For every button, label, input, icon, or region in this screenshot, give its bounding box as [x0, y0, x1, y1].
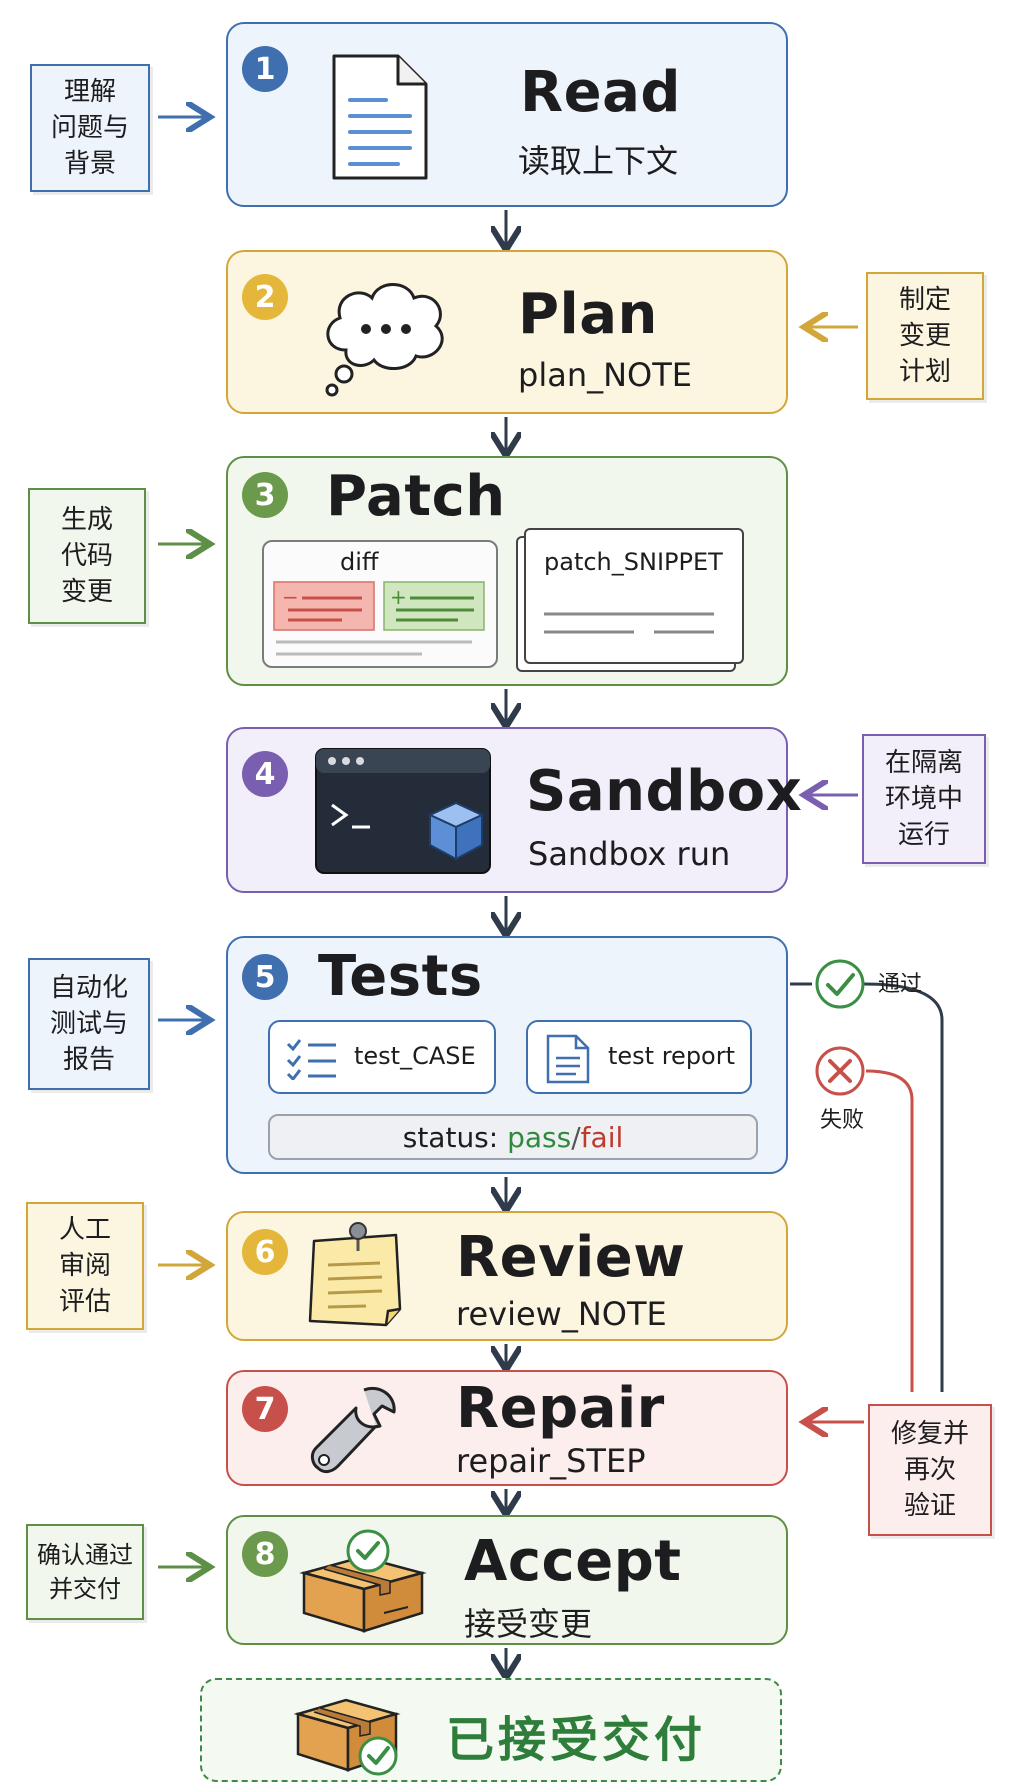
note-tests: 自动化 测试与 报告	[28, 958, 150, 1090]
test-report-label: test report	[608, 1042, 736, 1070]
stage-tests: 5 Tests test_CASE test report status: pa…	[226, 936, 788, 1174]
note-accept: 确认通过 并交付	[26, 1524, 144, 1620]
stage-title: Tests	[318, 944, 483, 1009]
wrench-icon	[310, 1387, 396, 1474]
stage-patch: 3 Patch diff − + patch_SNIPPET	[226, 456, 788, 686]
status-separator: /	[571, 1120, 581, 1154]
stage-subtitle: plan_NOTE	[518, 356, 692, 394]
stage-subtitle: review_NOTE	[456, 1295, 667, 1333]
stage-repair: 7 Repair repair_STEP	[226, 1370, 788, 1486]
stage-title: Accept	[464, 1529, 682, 1594]
stage-title: Review	[456, 1225, 686, 1290]
step-badge-4: 4	[242, 751, 288, 797]
terminal-cube-icon	[315, 748, 491, 874]
svg-text:−: −	[282, 585, 299, 609]
note-repair: 修复并 再次 验证	[868, 1404, 992, 1536]
pass-branch-line	[863, 982, 944, 1392]
diff-label: diff	[340, 548, 379, 576]
step-badge-8: 8	[242, 1531, 288, 1577]
step-badge-1: 1	[242, 46, 288, 92]
stage-plan: 2 Plan plan_NOTE	[226, 250, 788, 414]
report-document-icon	[546, 1034, 590, 1084]
box-check-icon	[294, 1698, 401, 1776]
step-badge-7: 7	[242, 1386, 288, 1432]
status-pass: pass	[507, 1120, 572, 1154]
test-case-label: test_CASE	[354, 1042, 476, 1070]
pass-branch-label: 通过	[878, 972, 923, 997]
stage-subtitle: repair_STEP	[456, 1442, 646, 1480]
stage-title: Sandbox	[526, 759, 803, 824]
fail-branch-label: 失败	[820, 1108, 865, 1133]
stage-subtitle: 接受变更	[464, 1605, 593, 1643]
thought-bubble-icon	[325, 283, 444, 397]
note-review: 人工 审阅 评估	[26, 1202, 144, 1330]
stage-read: 1 Read 读取上下文	[226, 22, 788, 207]
stage-review: 6 Review review_NOTE	[226, 1211, 788, 1341]
status-fail: fail	[580, 1120, 624, 1154]
step-badge-6: 6	[242, 1229, 288, 1275]
note-plan: 制定 变更 计划	[866, 272, 984, 400]
step-badge-3: 3	[242, 472, 288, 518]
stage-subtitle: 读取上下文	[518, 142, 679, 180]
patch-snippet-card: patch_SNIPPET	[524, 528, 744, 664]
note-sandbox: 在隔离 环境中 运行	[862, 734, 986, 864]
diff-icon: − +	[273, 581, 485, 656]
test-status-bar: status: pass/fail	[268, 1114, 758, 1160]
final-delivery-box: 已接受交付	[200, 1678, 782, 1782]
fail-branch-line	[865, 1069, 914, 1392]
test-report-chip: test report	[526, 1020, 752, 1094]
diff-card: diff − +	[262, 540, 498, 668]
note-patch: 生成 代码 变更	[28, 488, 146, 624]
test-case-chip: test_CASE	[268, 1020, 496, 1094]
sticky-note-icon	[308, 1222, 402, 1327]
snippet-lines-icon	[544, 612, 714, 634]
document-icon	[332, 54, 428, 180]
note-read: 理解 问题与 背景	[30, 64, 150, 192]
stage-accept: 8 Accept 接受变更	[226, 1515, 788, 1645]
stage-title: Plan	[518, 282, 658, 347]
pass-check-icon	[815, 959, 865, 1009]
box-check-icon	[299, 1529, 427, 1633]
final-label: 已接受交付	[446, 1712, 707, 1768]
stage-subtitle: Sandbox run	[528, 835, 731, 873]
step-badge-2: 2	[242, 274, 288, 320]
status-label: status:	[402, 1120, 499, 1154]
checklist-icon	[286, 1039, 336, 1080]
step-badge-5: 5	[242, 954, 288, 1000]
stage-title: Repair	[456, 1376, 665, 1441]
stage-sandbox: 4 Sandbox Sandbox run	[226, 727, 802, 893]
svg-text:+: +	[390, 585, 407, 609]
stage-title: Read	[520, 60, 681, 125]
snippet-label: patch_SNIPPET	[544, 548, 723, 576]
stage-title: Patch	[326, 464, 506, 529]
